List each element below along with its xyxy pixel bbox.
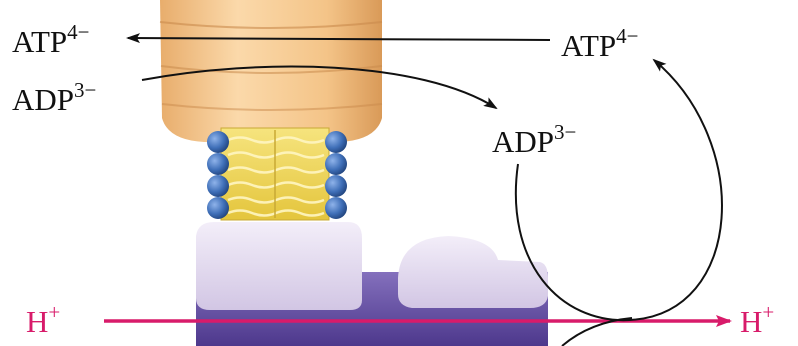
atp-right-charge: 4− [616, 24, 638, 48]
lipid-bilayer [207, 128, 347, 220]
adp-right-base: ADP [492, 124, 554, 159]
proton-right-charge: + [762, 300, 774, 324]
atp-right-base: ATP [561, 28, 616, 63]
atp-left-charge: 4− [67, 20, 89, 44]
adp-left-charge: 3− [74, 78, 96, 102]
atp-label-right: ATP4− [561, 30, 638, 61]
proton-label-left: H+ [26, 306, 60, 337]
lower-protein [196, 222, 548, 346]
upper-protein [160, 0, 382, 142]
proton-left-charge: + [48, 300, 60, 324]
adp-label-left: ADP3− [12, 84, 96, 115]
adp-label-right: ADP3− [492, 126, 576, 157]
proton-left-base: H [26, 304, 48, 339]
adp-right-charge: 3− [554, 120, 576, 144]
atp-label-left: ATP4− [12, 26, 89, 57]
atp-left-base: ATP [12, 24, 67, 59]
proton-label-right: H+ [740, 306, 774, 337]
adp-left-base: ADP [12, 82, 74, 117]
proton-right-base: H [740, 304, 762, 339]
